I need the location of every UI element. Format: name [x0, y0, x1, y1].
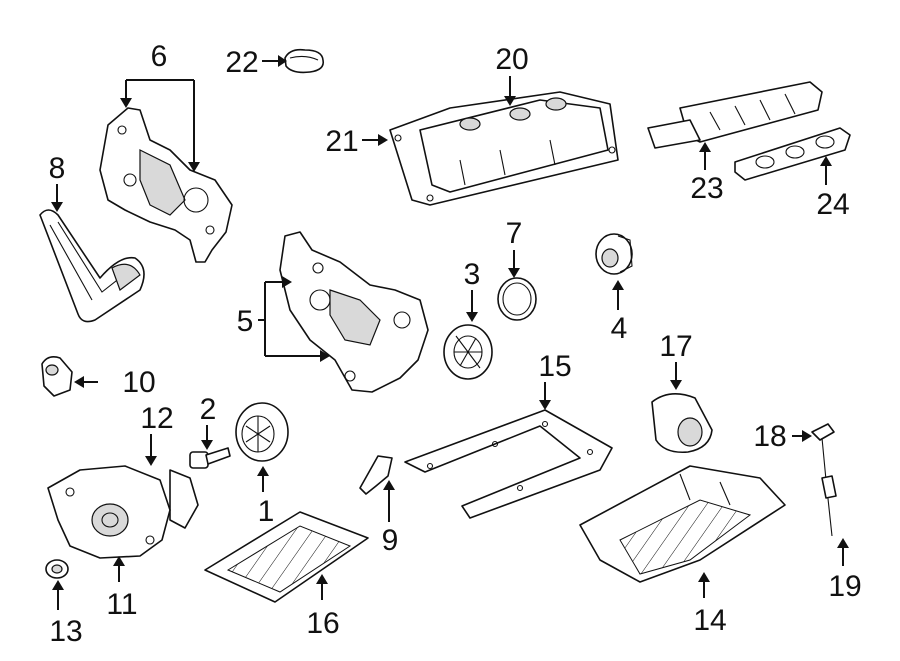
callout-16: 16 [306, 607, 339, 640]
callout-1: 1 [258, 495, 275, 528]
leader-lines [51, 55, 849, 610]
part-drive-belt [39, 209, 145, 323]
part-dipstick [811, 423, 837, 537]
part-bolt [189, 447, 231, 469]
callout-12: 12 [140, 402, 173, 435]
callout-6: 6 [151, 40, 168, 73]
part-idler-pulley [443, 324, 493, 380]
callout-15: 15 [538, 350, 571, 383]
part-oil-pump [47, 465, 199, 559]
part-sensor [41, 356, 73, 397]
callout-23: 23 [690, 172, 723, 205]
callout-14: 14 [693, 604, 726, 637]
part-oil-filler-cap [284, 48, 325, 74]
part-timing-cover-upper [99, 107, 233, 263]
callout-9: 9 [382, 524, 399, 557]
callout-19: 19 [828, 570, 861, 603]
callout-22: 22 [225, 46, 258, 79]
callout-7: 7 [506, 217, 523, 250]
callout-4: 4 [611, 312, 628, 345]
part-washer [45, 559, 69, 579]
callout-21: 21 [325, 125, 358, 158]
part-oil-pan [579, 465, 786, 583]
callout-20: 20 [495, 43, 528, 76]
part-intake-manifold [647, 81, 823, 149]
callout-11: 11 [106, 588, 137, 621]
part-timing-chain-cover [279, 231, 429, 393]
part-bracket [359, 455, 393, 495]
callout-18: 18 [753, 420, 786, 453]
callout-2: 2 [200, 393, 217, 426]
part-oil-filter [651, 393, 713, 454]
part-oil-pan-tray [204, 511, 369, 603]
callout-17: 17 [659, 330, 692, 363]
callout-3: 3 [464, 258, 481, 291]
callout-10: 10 [122, 366, 155, 399]
callout-24: 24 [816, 188, 849, 221]
part-valve-cover [389, 91, 619, 206]
part-crank-pulley [235, 402, 289, 462]
part-seal-ring [497, 277, 537, 321]
callout-8: 8 [49, 152, 66, 185]
part-intake-gasket [734, 127, 851, 181]
callout-labels: 6 22 20 21 23 24 8 7 3 4 5 17 15 10 2 12… [49, 40, 862, 648]
callout-13: 13 [49, 615, 82, 648]
callout-5: 5 [237, 305, 254, 338]
part-oil-pan-gasket [404, 409, 613, 519]
part-sprocket [595, 233, 633, 275]
